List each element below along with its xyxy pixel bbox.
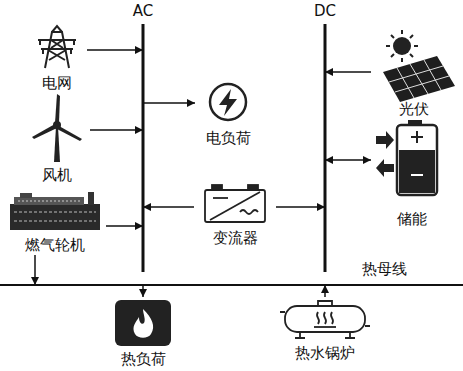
- flow-arrow: [34, 255, 36, 285]
- heat-bus-line: [0, 284, 463, 286]
- grid-node: 电网: [28, 26, 86, 92]
- node-label: 电负荷: [206, 129, 251, 147]
- flow-arrow: [276, 206, 325, 208]
- node-label: 风机: [42, 166, 72, 184]
- boiler-node: 热水锅炉: [268, 298, 382, 362]
- node-label: 电网: [42, 74, 72, 92]
- wind-turbine-icon: [32, 94, 82, 162]
- flow-arrow: [142, 285, 144, 297]
- flow-arrow: [87, 49, 143, 51]
- gas-turbine-icon: [10, 192, 100, 230]
- node-label: 热水锅炉: [295, 344, 355, 362]
- converter-node: 变流器: [195, 180, 275, 247]
- ac-bus: AC: [128, 2, 158, 274]
- node-label: 光伏: [399, 100, 429, 118]
- flow-arrow: [143, 206, 194, 208]
- flow-arrow: [325, 159, 371, 161]
- converter-icon: [205, 185, 265, 222]
- boiler-icon: [280, 301, 370, 338]
- ac-bus-line: [142, 24, 145, 272]
- node-label: 热母线: [362, 260, 407, 278]
- dc-bus-line: [324, 24, 327, 272]
- flow-arrow: [90, 129, 143, 131]
- flow-arrow: [143, 102, 195, 104]
- heat-bus: 热母线: [0, 258, 463, 286]
- dc-bus: DC: [310, 2, 340, 274]
- pv-icon: [383, 30, 455, 102]
- electric-load-icon: [210, 84, 246, 120]
- pv-node: 光伏: [372, 28, 456, 118]
- flow-arrow: [106, 225, 143, 227]
- storage-node: 储能: [372, 118, 452, 228]
- node-label: AC: [131, 2, 155, 20]
- pylon-icon: [38, 26, 76, 68]
- storage-icon: [376, 120, 437, 195]
- node-label: 储能: [397, 210, 427, 228]
- wind-node: 风机: [25, 92, 89, 184]
- node-label: 热负荷: [121, 350, 166, 368]
- flow-arrow: [324, 285, 326, 297]
- heat-load-node: 热负荷: [104, 298, 182, 368]
- node-label: 燃气轮机: [25, 236, 85, 254]
- node-label: 变流器: [213, 229, 258, 247]
- node-label: DC: [312, 2, 338, 20]
- flow-arrow: [325, 71, 371, 73]
- heat-load-icon: [115, 300, 171, 346]
- gas-turbine-node: 燃气轮机: [5, 190, 105, 254]
- electric-load-node: 电负荷: [196, 80, 260, 147]
